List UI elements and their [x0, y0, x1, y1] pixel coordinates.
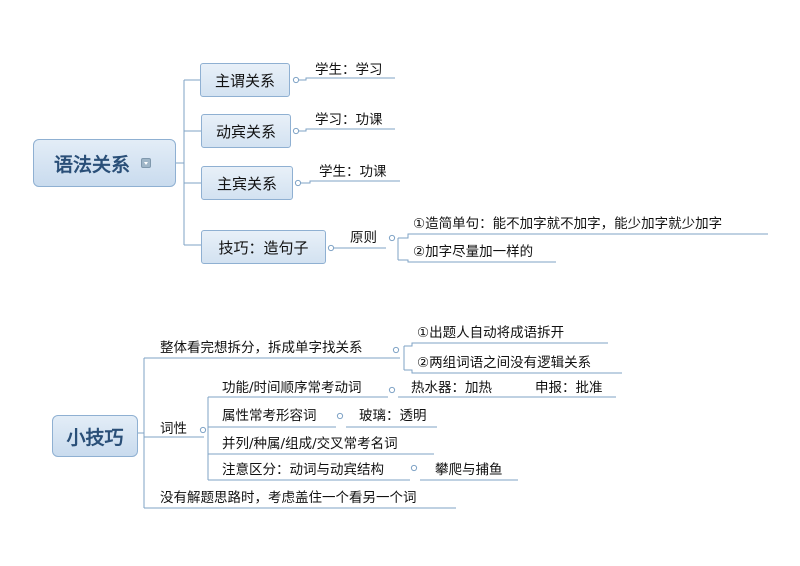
collapse-dot	[199, 426, 207, 434]
root-label: 语法关系	[54, 153, 131, 176]
collapse-dot	[388, 234, 396, 242]
expand-icon[interactable]	[141, 158, 151, 168]
connector	[298, 77, 395, 81]
branch-label: 动宾关系	[215, 122, 276, 141]
leaf-text: 申报：批准	[535, 380, 603, 396]
pos-item[interactable]: 并列/种属/组成/交叉常考名词	[222, 436, 398, 452]
collapse-dot	[410, 464, 418, 472]
root-label: 小技巧	[66, 426, 124, 449]
branch-verb-object[interactable]: 动宾关系	[201, 114, 291, 148]
branch-label-part-of-speech[interactable]: 词性	[160, 421, 187, 437]
collapse-dot	[294, 179, 302, 187]
branch-label: 主宾关系	[216, 174, 277, 193]
root-node-tips[interactable]: 小技巧	[52, 415, 138, 457]
branch-subject-predicate[interactable]: 主谓关系	[200, 63, 290, 97]
collapse-dot	[327, 244, 335, 252]
branch-label: 主谓关系	[214, 71, 275, 90]
leaf-text: 学习：功课	[315, 112, 383, 128]
collapse-dot	[388, 386, 396, 394]
leaf-text: 热水器：加热	[411, 380, 492, 396]
leaf-text: 学生：学习	[315, 62, 383, 78]
branch-label-split[interactable]: 整体看完想拆分，拆成单字找关系	[160, 340, 363, 356]
collapse-dot	[292, 76, 300, 84]
pos-item[interactable]: 属性常考形容词	[222, 408, 317, 424]
collapse-dot	[336, 412, 344, 420]
root-node-grammar[interactable]: 语法关系	[33, 139, 176, 187]
pos-item[interactable]: 注意区分：动词与动宾结构	[222, 462, 384, 478]
pos-item[interactable]: 功能/时间顺序常考动词	[222, 380, 362, 396]
connector	[398, 259, 556, 263]
leaf-text: ①造简单句：能不加字就不加字，能少加字就少加字	[413, 216, 723, 232]
leaf-text: ①出题人自动将成语拆开	[417, 325, 565, 341]
leaf-text: ②加字尽量加一样的	[413, 244, 534, 260]
collapse-dot	[392, 346, 400, 354]
connector	[404, 342, 608, 347]
connector	[398, 233, 768, 239]
connector	[404, 369, 622, 374]
sub-node-principle[interactable]: 原则	[350, 230, 377, 246]
branch-label: 技巧：造句子	[218, 238, 309, 257]
leaf-text: 攀爬与捕鱼	[435, 462, 503, 478]
branch-technique[interactable]: 技巧：造句子	[201, 230, 326, 264]
leaf-text: 学生：功课	[319, 164, 387, 180]
branch-label-no-idea[interactable]: 没有解题思路时，考虑盖住一个看另一个词	[160, 490, 417, 506]
leaf-text: 玻璃：透明	[359, 408, 427, 424]
branch-subject-object[interactable]: 主宾关系	[201, 166, 293, 200]
connector	[300, 180, 400, 184]
collapse-dot	[292, 127, 300, 135]
leaf-text: ②两组词语之间没有逻辑关系	[417, 355, 592, 371]
connector	[298, 128, 395, 132]
